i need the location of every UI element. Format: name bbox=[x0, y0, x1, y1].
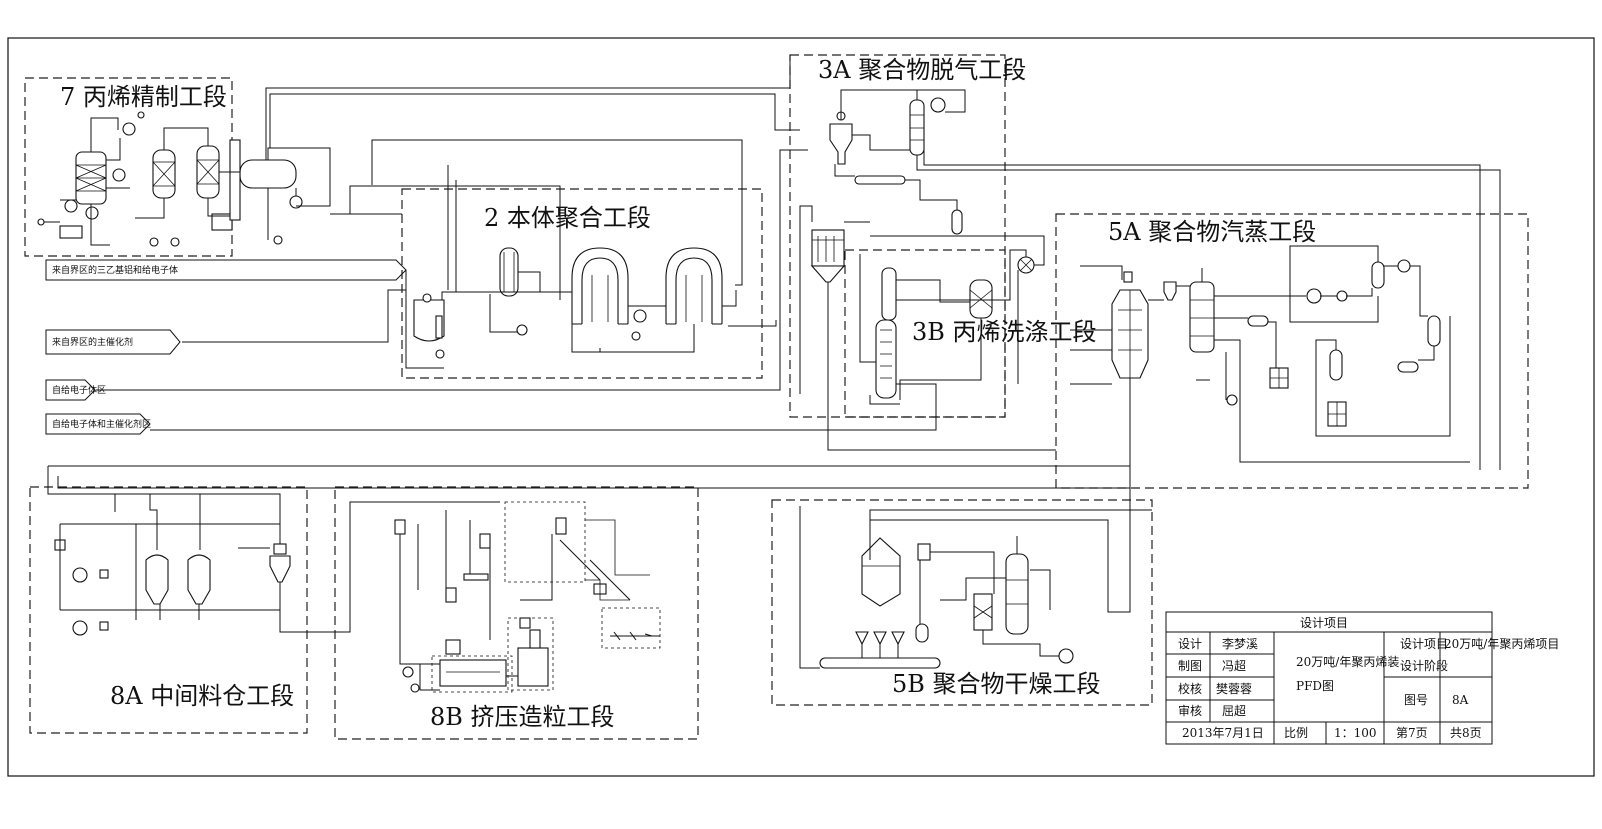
svg-text:自给电子体和主催化剂区: 自给电子体和主催化剂区 bbox=[52, 418, 151, 430]
tb-project-label: 设计项目 bbox=[1400, 637, 1448, 651]
section-box-5a bbox=[1055, 213, 1529, 489]
section-title-5a: 5A 聚合物汽蒸工段 bbox=[1108, 218, 1316, 246]
tb-design-name: 李梦溪 bbox=[1222, 636, 1258, 651]
tb-total: 共8页 bbox=[1450, 726, 1482, 740]
section-box-3b bbox=[844, 249, 1006, 418]
section-box-2 bbox=[401, 188, 763, 379]
tb-figno-value: 8A bbox=[1452, 693, 1469, 707]
section-box-5b bbox=[771, 499, 1153, 706]
drawing-frame bbox=[7, 37, 1595, 777]
tb-drawing-title: 20万吨/年聚丙烯装 bbox=[1296, 655, 1399, 669]
section-3a-equipment bbox=[799, 89, 1501, 470]
section-8b-equipment bbox=[394, 501, 661, 693]
tb-draw-name: 冯超 bbox=[1222, 658, 1246, 673]
section-8a-equipment bbox=[47, 465, 1130, 636]
tb-check-name: 樊蓉蓉 bbox=[1216, 682, 1252, 696]
tb-drawing-type: PFD图 bbox=[1296, 679, 1334, 693]
tb-header: 设计项目 bbox=[1300, 616, 1348, 630]
section-title-3b: 3B 丙烯洗涤工段 bbox=[912, 318, 1097, 346]
tb-review-name: 屈超 bbox=[1222, 703, 1246, 718]
feed-arrow-4: 自给电子体和主催化剂区 bbox=[45, 413, 151, 435]
tb-figno-label: 图号 bbox=[1404, 693, 1428, 707]
section-box-8b bbox=[334, 486, 699, 740]
section-title-3a: 3A 聚合物脱气工段 bbox=[818, 56, 1026, 84]
title-block: 设计项目 设计 李梦溪 制图 冯超 校核 樊蓉蓉 审核 屈超 20万吨/年聚丙烯… bbox=[1165, 611, 1559, 745]
section-5b-equipment bbox=[799, 506, 1152, 669]
interconnect-pipes bbox=[96, 55, 1131, 612]
section-title-8b: 8B 挤压造粒工段 bbox=[430, 703, 615, 731]
section-5a-equipment bbox=[869, 245, 1470, 613]
tb-date: 2013年7月1日 bbox=[1182, 726, 1264, 740]
section-2-equipment bbox=[405, 165, 737, 369]
feed-arrow-3: 自给电子体区 bbox=[45, 379, 106, 401]
feed-arrow-2: 来自界区的主催化剂 bbox=[45, 329, 181, 355]
svg-text:来自界区的主催化剂: 来自界区的主催化剂 bbox=[52, 336, 133, 348]
tb-page: 第7页 bbox=[1396, 726, 1428, 740]
svg-text:来自界区的三乙基铝和给电子体: 来自界区的三乙基铝和给电子体 bbox=[52, 264, 178, 276]
section-box-8a bbox=[29, 486, 308, 734]
tb-check-label: 校核 bbox=[1178, 681, 1202, 696]
svg-text:自给电子体区: 自给电子体区 bbox=[52, 384, 106, 396]
section-title-2: 2 本体聚合工段 bbox=[484, 204, 651, 232]
tb-scale-label: 比例 bbox=[1284, 726, 1308, 740]
section-title-7: 7 丙烯精制工段 bbox=[60, 83, 227, 111]
section-7-equipment bbox=[37, 111, 331, 247]
tb-review-label: 审核 bbox=[1178, 703, 1202, 718]
tb-stage-label: 设计阶段 bbox=[1400, 658, 1448, 673]
tb-project-value: 20万吨/年聚丙烯项目 bbox=[1444, 637, 1559, 651]
section-3b-equipment bbox=[150, 235, 1045, 431]
tb-design-label: 设计 bbox=[1178, 637, 1202, 651]
tb-draw-label: 制图 bbox=[1178, 659, 1202, 673]
section-title-8a: 8A 中间料仓工段 bbox=[110, 682, 294, 710]
section-title-5b: 5B 聚合物干燥工段 bbox=[892, 670, 1101, 698]
feed-arrow-1: 来自界区的三乙基铝和给电子体 bbox=[45, 259, 407, 281]
tb-scale-value: 1：100 bbox=[1334, 726, 1377, 740]
